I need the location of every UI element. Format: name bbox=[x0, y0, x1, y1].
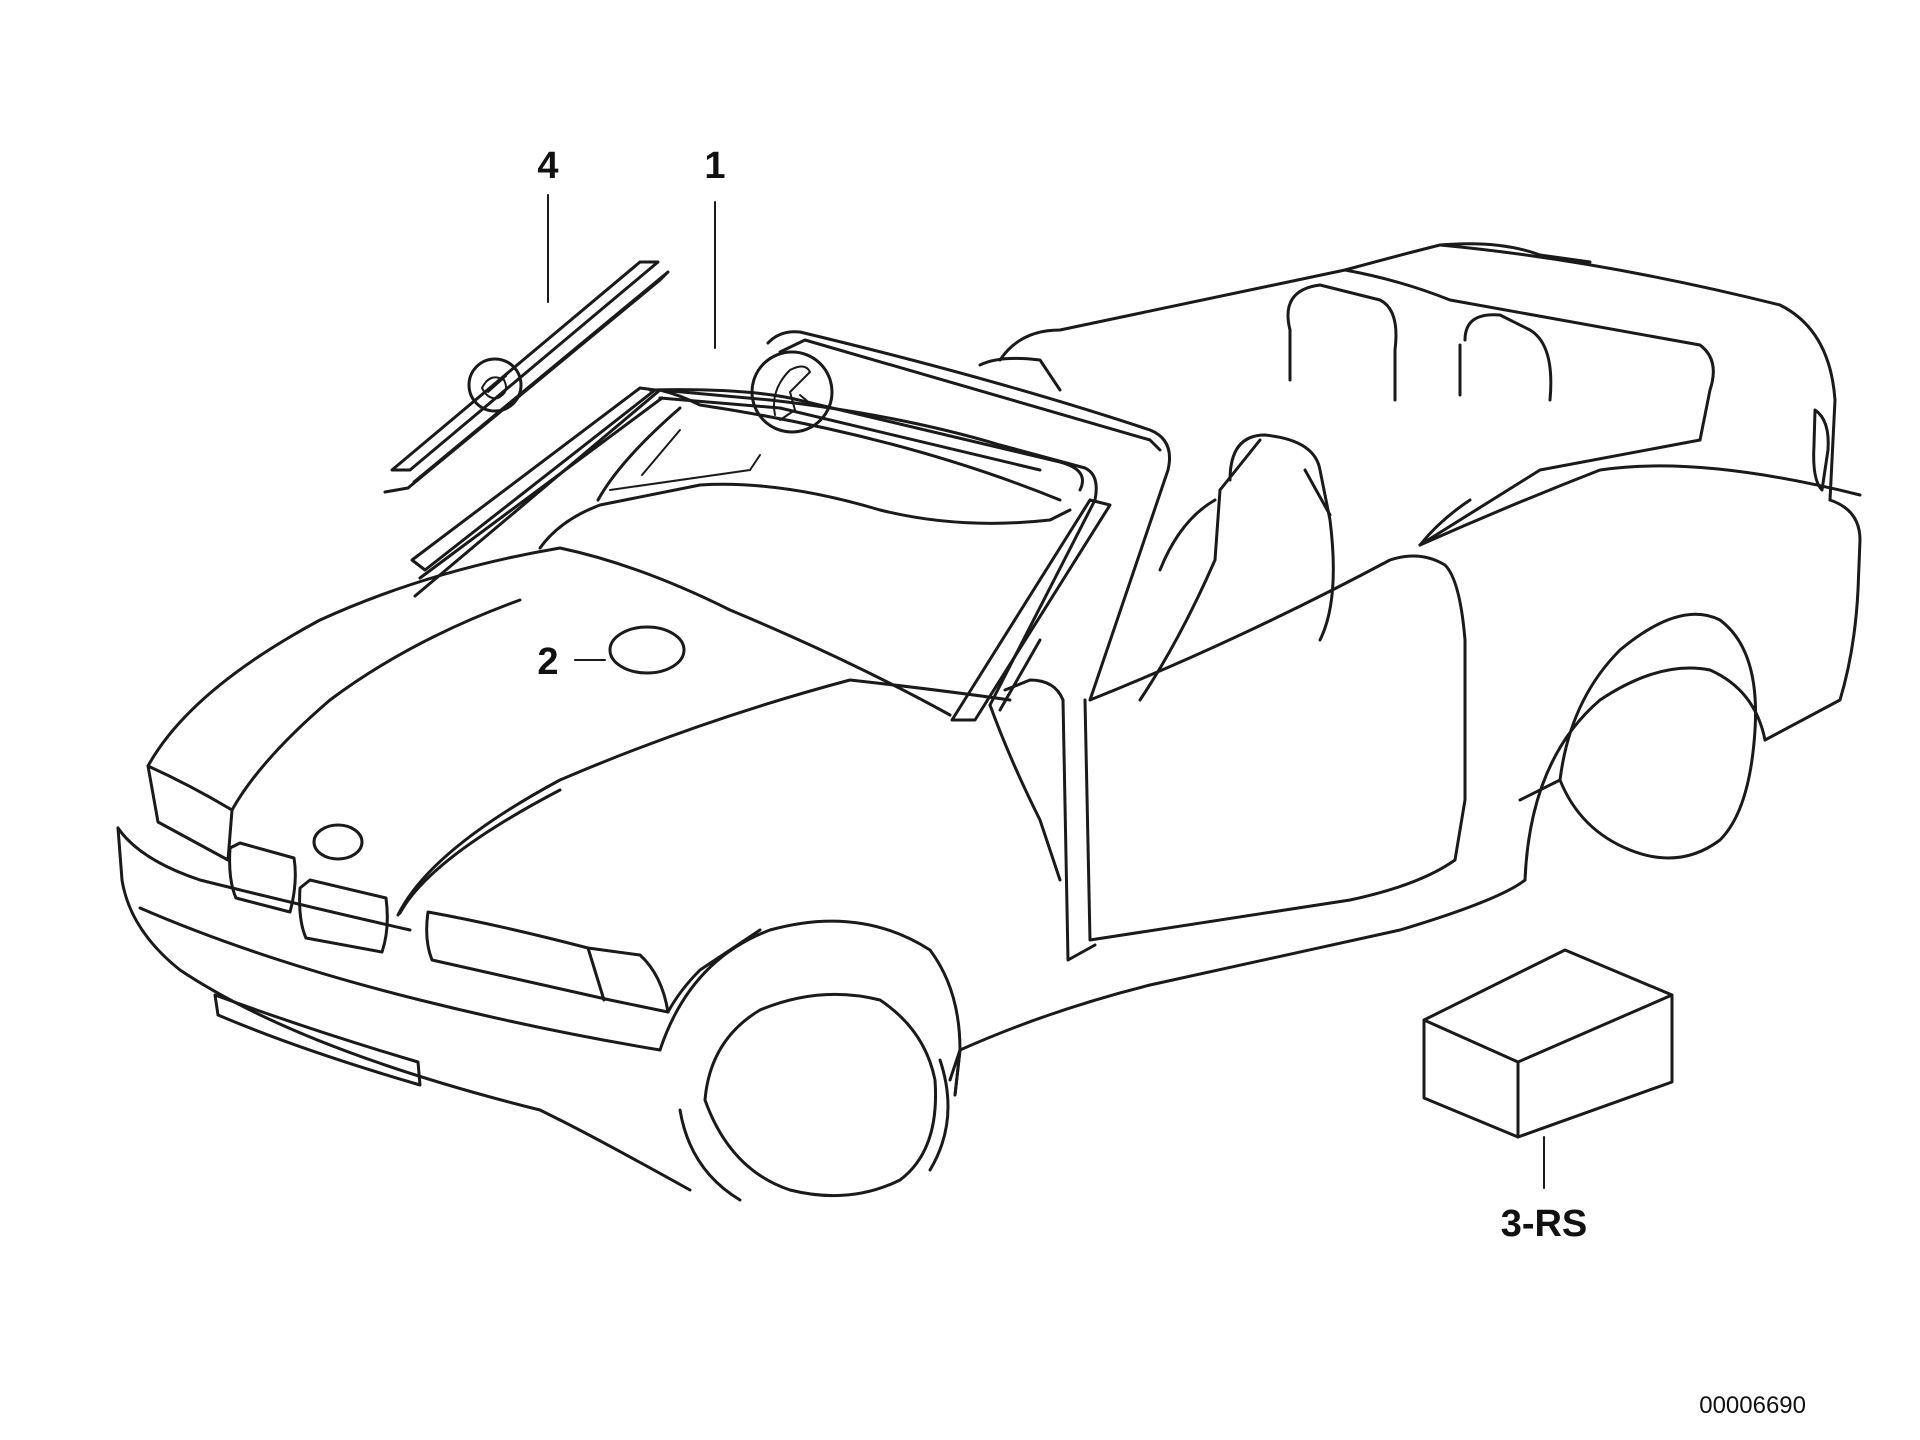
part-1-clip-detail bbox=[750, 350, 834, 434]
callout-3-rs-label: 3-RS bbox=[1501, 1203, 1588, 1245]
hood-badge bbox=[312, 823, 364, 861]
callout-1-label: 1 bbox=[704, 145, 725, 187]
drawing-number: 00006690 bbox=[1699, 1392, 1806, 1419]
callout-2-label: 2 bbox=[537, 641, 558, 683]
part-2-oval-part bbox=[574, 625, 686, 675]
callout-4-label: 4 bbox=[537, 145, 558, 187]
car-convertible-outline bbox=[116, 242, 1862, 1202]
part-4-trim-strip bbox=[383, 194, 670, 494]
part-4-clip-detail bbox=[467, 357, 523, 413]
part-1-windscreen-seal bbox=[410, 201, 834, 580]
part-3-rs-box bbox=[1422, 948, 1674, 1189]
